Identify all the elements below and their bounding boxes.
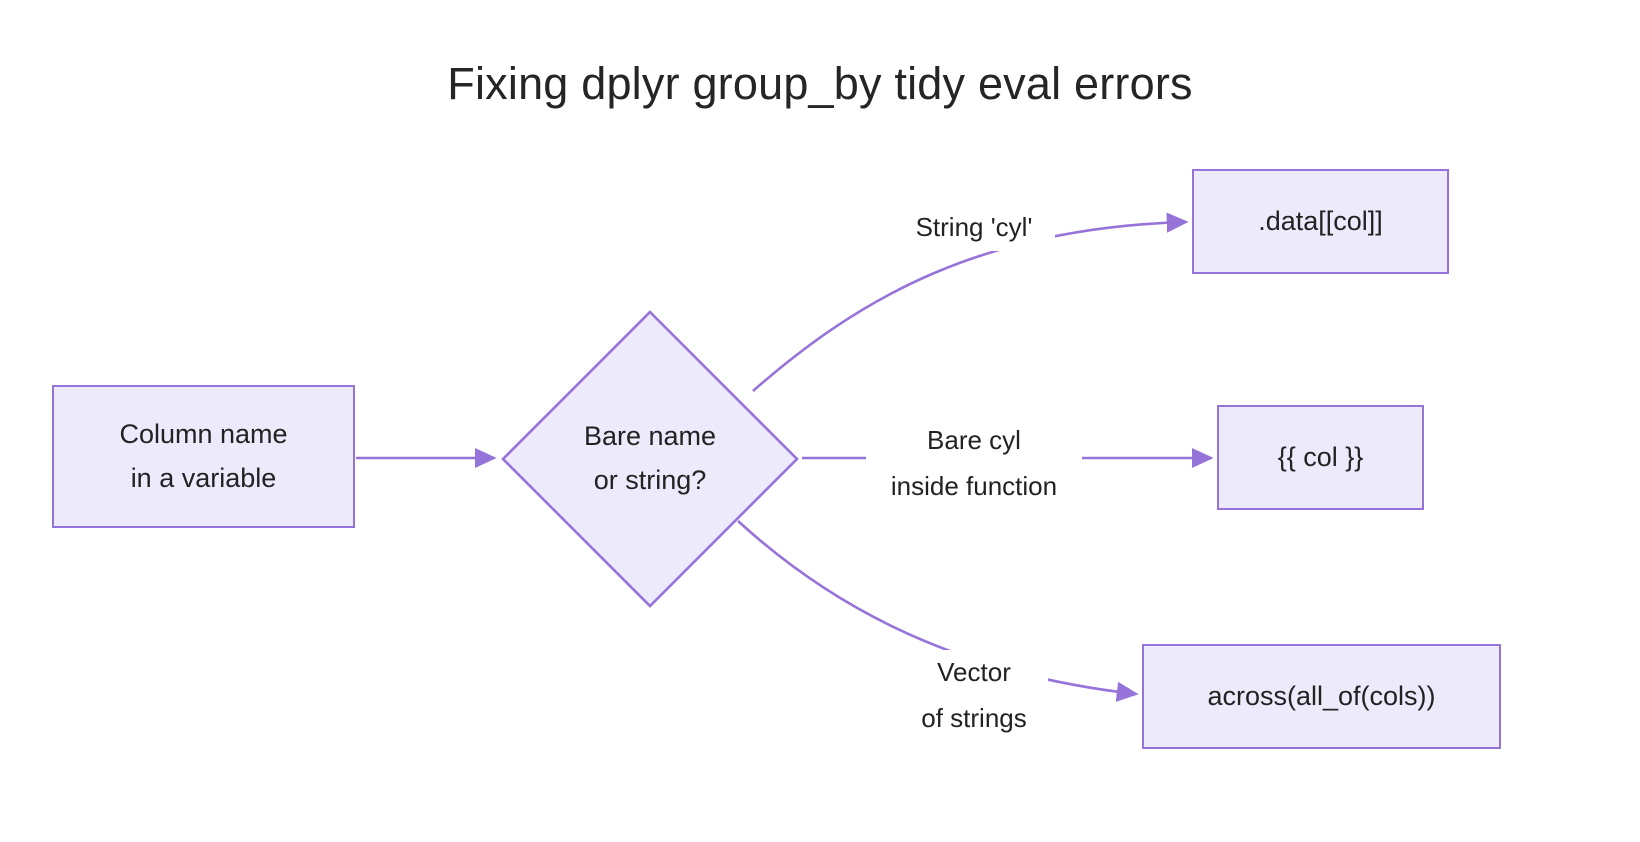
node-column-name-in-a-variable[interactable]: Column name in a variable	[52, 385, 355, 528]
node-decision-bare-name-or-string[interactable]: Bare name or string?	[500, 309, 800, 609]
node-decision-label: Bare name or string?	[583, 421, 717, 495]
edge-label-string-cyl: String 'cyl'	[893, 205, 1055, 251]
node-across-all-of[interactable]: across(all_of(cols))	[1142, 644, 1501, 749]
edge-decision-to-data	[752, 212, 1189, 392]
edge-label-bare-cyl-inside-function: Bare cyl inside function	[866, 418, 1082, 509]
edge-decision-to-across	[737, 520, 1139, 702]
page-title: Fixing dplyr group_by tidy eval errors	[447, 58, 1193, 109]
diamond-shape-icon	[501, 310, 799, 608]
node-data-pronoun[interactable]: .data[[col]]	[1192, 169, 1449, 274]
node-curly-curly[interactable]: {{ col }}	[1217, 405, 1424, 510]
edge-label-vector-of-strings: Vector of strings	[900, 650, 1048, 741]
